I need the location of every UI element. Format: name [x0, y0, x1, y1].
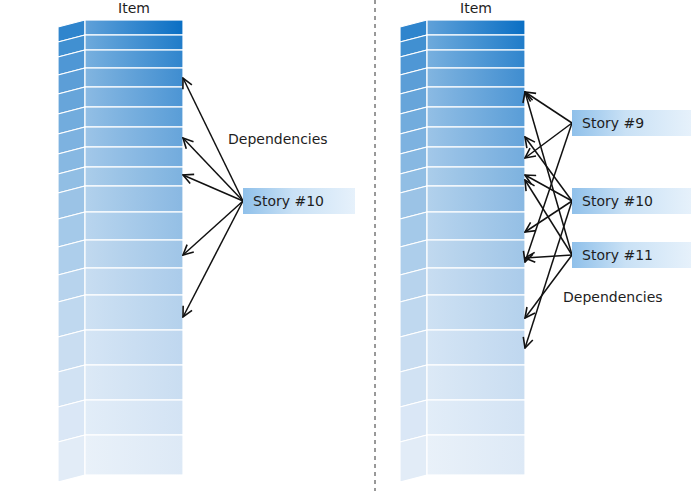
dependency-arrow: [525, 255, 572, 258]
slab-front: [85, 186, 183, 212]
story-box: Story #10: [243, 188, 355, 214]
item-stack: [400, 20, 525, 482]
slab-front: [427, 268, 525, 295]
slab-front: [85, 295, 183, 330]
slab-front: [85, 147, 183, 167]
slab-front: [427, 167, 525, 186]
slab-front: [85, 87, 183, 107]
slab-front: [85, 167, 183, 186]
dependency-arrow: [525, 180, 572, 255]
divider-line: [375, 0, 376, 491]
story-label: Story #10: [582, 193, 653, 209]
slab-front: [427, 87, 525, 107]
dependencies-label: Dependencies: [561, 289, 665, 305]
slab-front: [427, 186, 525, 212]
slab-front: [427, 295, 525, 330]
story-label: Story #10: [253, 193, 324, 209]
slab-front: [427, 68, 525, 87]
story-box: Story #9: [572, 110, 691, 136]
dependency-arrow: [183, 138, 243, 201]
slab-front: [427, 240, 525, 268]
slab-front: [427, 35, 525, 50]
slab-front: [85, 35, 183, 50]
slab-front: [427, 147, 525, 167]
story-box: Story #10: [572, 188, 691, 214]
slab-front: [427, 50, 525, 68]
dependency-arrow: [183, 78, 243, 201]
slab-front: [85, 435, 183, 475]
dependency-arrow: [525, 92, 572, 255]
slab-front: [427, 20, 525, 35]
slab-front: [85, 127, 183, 147]
slab-front: [85, 330, 183, 365]
slab-front: [85, 240, 183, 268]
stack-heading: Item: [85, 0, 183, 16]
slab-front: [427, 435, 525, 475]
slab-front: [427, 107, 525, 127]
story-label: Story #9: [582, 115, 644, 131]
dependency-arrow: [525, 123, 572, 158]
dependency-arrow: [525, 123, 572, 262]
dependencies-label: Dependencies: [226, 131, 330, 147]
slab-front: [427, 127, 525, 147]
stack-heading: Item: [427, 0, 525, 16]
item-stack-box: Item: [427, 20, 525, 475]
slab-front: [85, 400, 183, 435]
dependency-arrow: [183, 201, 243, 255]
story-box: Story #11: [572, 242, 691, 268]
slab-front: [85, 268, 183, 295]
slab-front: [85, 212, 183, 240]
dependency-arrow: [525, 175, 572, 201]
slab-front: [85, 50, 183, 68]
slab-side: [58, 435, 85, 482]
slab-front: [427, 330, 525, 365]
slab-front: [85, 20, 183, 35]
dependency-arrow: [525, 201, 572, 348]
dependency-arrow: [183, 201, 243, 317]
slab-front: [85, 365, 183, 400]
slab-front: [427, 212, 525, 240]
story-label: Story #11: [582, 247, 653, 263]
item-stack-box: Item: [85, 20, 183, 475]
dependency-arrow: [525, 255, 572, 318]
slab-front: [85, 68, 183, 87]
slab-side: [400, 435, 427, 482]
slab-front: [85, 107, 183, 127]
slab-front: [427, 365, 525, 400]
item-stack: [58, 20, 183, 482]
dependency-arrow: [183, 175, 243, 201]
slab-front: [427, 400, 525, 435]
